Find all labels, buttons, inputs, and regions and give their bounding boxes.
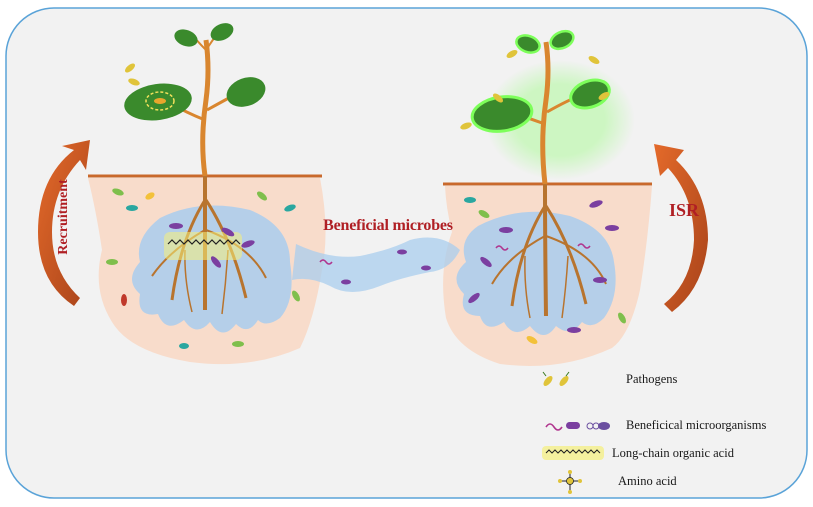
- left-acid-zone: [164, 232, 242, 260]
- legend-pathogens-text: Pathogens: [626, 372, 677, 387]
- right-rhizosphere: [456, 212, 615, 335]
- legend-amino-text: Amino acid: [618, 474, 677, 489]
- legend-acid-icon: [542, 446, 604, 460]
- isr-label: ISR: [659, 200, 709, 221]
- left-rhizosphere: [132, 206, 292, 333]
- legend-beneficial-text: Beneficical microorganisms: [626, 418, 766, 433]
- beneficial-microbes-label: Beneficial microbes: [318, 217, 458, 235]
- legend-acid-text: Long-chain organic acid: [612, 446, 734, 461]
- recruitment-label: Recruitment: [56, 150, 72, 284]
